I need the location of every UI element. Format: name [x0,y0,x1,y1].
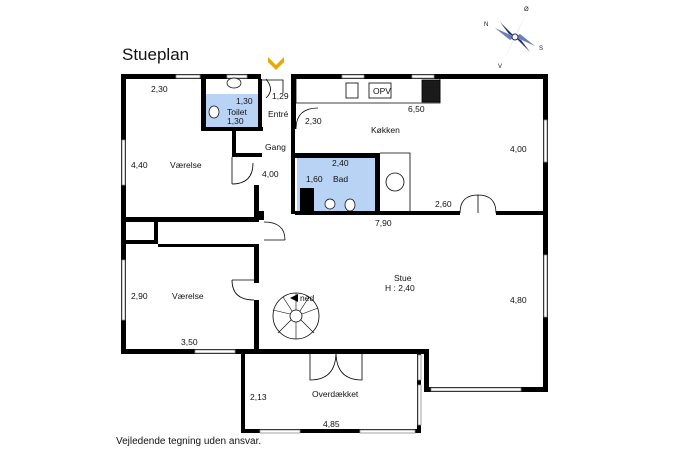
overdaekket-label: Overdækket [312,389,359,399]
entre-dim: 1,29 [272,91,289,101]
bad-dim-a: 2,40 [332,158,349,168]
vaerelse2-dim-a: 2,90 [131,291,148,301]
toilet-dim-b: 1,30 [227,116,244,126]
stair-label: ned [300,293,314,303]
compass-n-label: N [484,22,488,28]
gang-dim: 4,00 [262,169,279,179]
vaerelse2-dim-b: 3,50 [181,337,198,347]
stue-dim-c: 4,80 [510,295,527,305]
vaerelse1-label: Værelse [170,160,202,170]
compass-v-label: V [498,64,502,70]
koekken-label: Køkken [371,125,400,135]
windows [121,74,548,434]
compass-o-label: Ø [524,7,529,13]
footer-note: Vejledende tegning uden ansvar. [116,436,261,447]
walls [121,74,548,433]
koekken-dim-b: 4,00 [510,144,527,154]
vaerelse1-dim-a: 2,30 [151,84,168,94]
toilet-label: Toilet [227,107,247,117]
koekken-dim-a: 6,50 [408,104,425,114]
overdaekket-dim-b: 4,85 [323,419,340,429]
compass-icon: N Ø S V [484,7,543,70]
entrance-arrow-icon [268,57,284,70]
koekken-dim-c: 2,30 [305,116,322,126]
gang-label: Gang [265,142,286,152]
bad-dim-b: 1,60 [306,174,323,184]
stue-dim-a: 7,90 [375,218,392,228]
vaerelse2-label: Værelse [172,291,204,301]
plan-title: Stueplan [122,45,189,64]
compass-s-label: S [539,46,543,52]
overdaekket-dim-a: 2,13 [250,392,267,402]
doors [231,78,497,381]
vaerelse1-dim-b: 4,40 [131,160,148,170]
stue-label: Stue [394,273,412,283]
appliance-label: OPV [373,86,391,96]
bad-label: Bad [333,174,348,184]
entre-label: Entré [268,109,289,119]
toilet-dim-a: 1,30 [236,96,253,106]
kitchen-counter [295,79,441,211]
sanitary-fixtures [208,77,356,212]
stue-dim-b: 2,60 [435,199,452,209]
stue-height: H : 2,40 [385,283,415,293]
spiral-stair [272,292,320,340]
